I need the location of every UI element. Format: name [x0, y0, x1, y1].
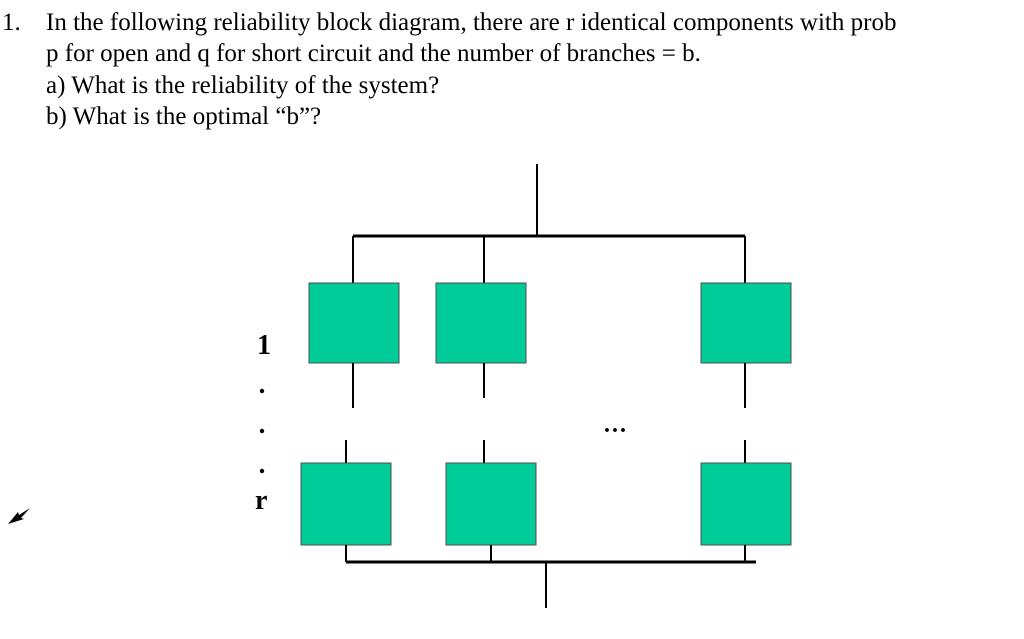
row-ellipsis-dot — [259, 388, 265, 394]
component-branch-1-row-r — [300, 462, 392, 546]
row-ellipsis-dot — [259, 428, 265, 434]
branch-ellipsis: ... — [604, 412, 628, 438]
component-branch-2-row-1 — [435, 282, 527, 364]
question-number: 1. — [2, 9, 21, 36]
component-branch-b-row-1 — [700, 282, 792, 364]
component-branch-b-row-r — [700, 462, 792, 546]
question-line-1: In the following reliability block diagr… — [46, 9, 897, 36]
question-part-b: b) What is the optimal “b”? — [46, 103, 322, 130]
component-branch-1-row-1 — [308, 282, 400, 364]
question-part-a: a) What is the reliability of the system… — [46, 72, 440, 99]
row-ellipsis-dot — [259, 468, 265, 474]
mouse-cursor-icon — [8, 508, 30, 524]
component-branch-2-row-r — [445, 462, 537, 546]
row-label-last: r — [255, 485, 267, 516]
row-label-first: 1 — [257, 330, 271, 361]
question-line-2: p for open and q for short circuit and t… — [46, 40, 701, 67]
